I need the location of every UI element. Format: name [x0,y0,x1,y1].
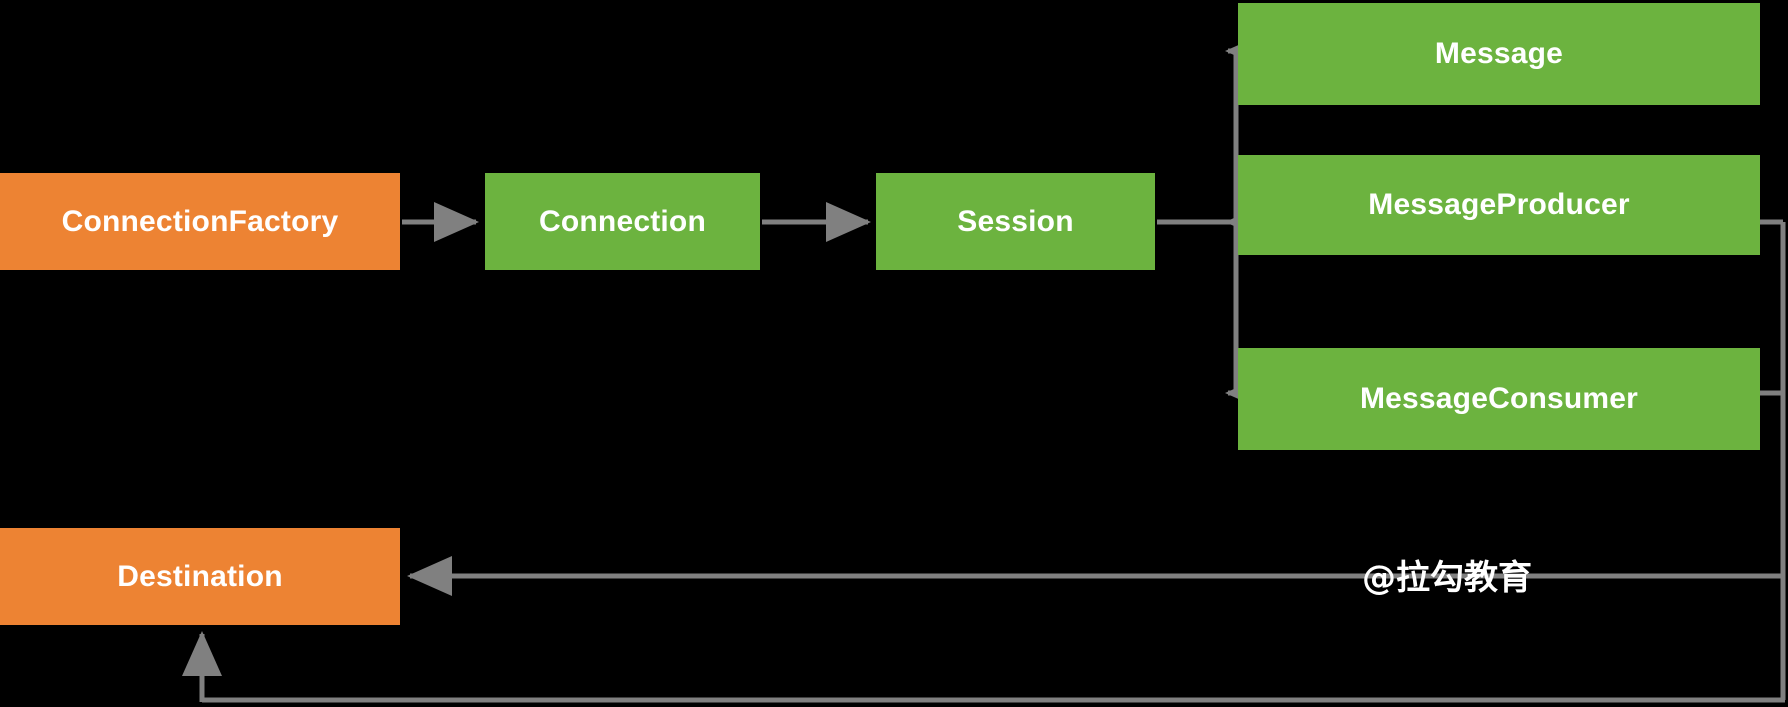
node-message-producer[interactable]: MessageProducer [1238,155,1760,255]
node-message[interactable]: Message [1238,3,1760,105]
node-destination[interactable]: Destination [0,528,400,625]
watermark: @拉勾教育 [1362,558,1532,598]
node-message-producer-label: MessageProducer [1368,188,1630,221]
node-connection-label: Connection [539,204,706,238]
node-message-label: Message [1434,37,1564,70]
node-destination-label: Destination [117,559,283,593]
node-connection[interactable]: Connection [485,173,760,270]
node-message-consumer[interactable]: MessageConsumer [1238,348,1760,450]
node-session[interactable]: Session [876,173,1155,270]
node-session-label: Session [957,204,1074,238]
node-message-consumer-label: MessageConsumer [1359,382,1639,415]
node-connection-factory[interactable]: ConnectionFactory [0,173,400,270]
node-connection-factory-label: ConnectionFactory [61,204,339,238]
